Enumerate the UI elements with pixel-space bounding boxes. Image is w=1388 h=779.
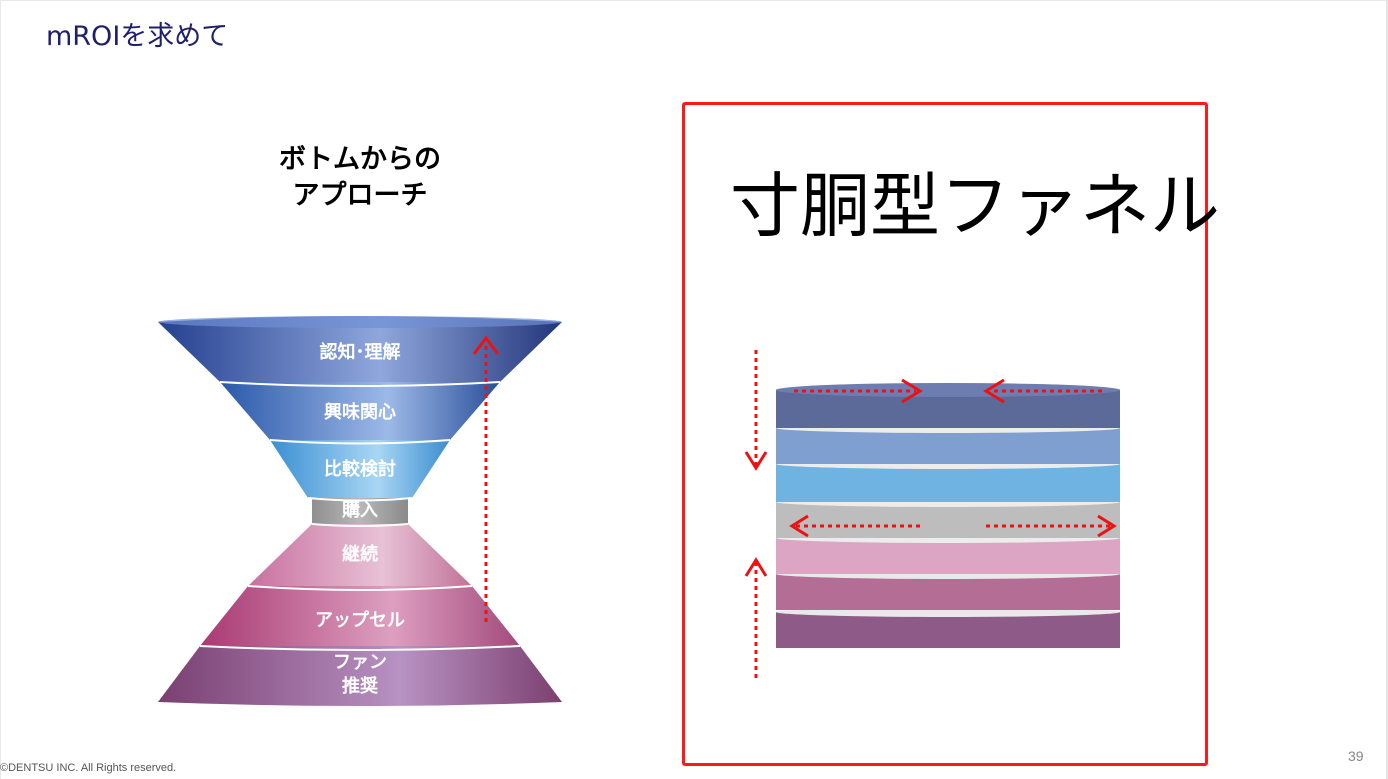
funnel-layer-retention (248, 523, 472, 586)
layer-label-fan-line2: 推奨 (342, 675, 379, 697)
cylinder-funnel-frame (682, 102, 1208, 766)
funnel-layer-comparison (269, 439, 451, 498)
cylinder-disk-7 (776, 607, 1120, 648)
layer-label-fan-line1: ファン (333, 652, 387, 673)
top-border (0, 0, 1388, 1)
subtitle-line-2: アプローチ (292, 180, 428, 211)
middle-outward-arrows (789, 514, 1117, 538)
funnel-layer-purchase (307, 497, 413, 524)
cylinder-disk-3 (776, 459, 1120, 502)
funnel-layer-awareness (158, 316, 562, 382)
funnel-layer-interest (219, 381, 501, 440)
hourglass-funnel-diagram: 認知･理解 興味関心 比較検討 購入 継続 アップセル ファン 推奨 (158, 316, 562, 706)
cylinder-funnel-diagram (744, 350, 1120, 678)
layer-label-upsell: アップセル (315, 609, 405, 631)
left-down-arrow (744, 350, 768, 471)
layer-label-interest: 興味関心 (324, 401, 396, 423)
cylinder-disk-4 (776, 497, 1120, 538)
approach-subtitle: ボトムからの アプローチ (250, 142, 470, 214)
page-number: 39 (1348, 748, 1364, 764)
cylinder-disk-6 (776, 569, 1120, 610)
layer-label-comparison: 比較検討 (324, 458, 396, 480)
top-inward-arrows (794, 378, 1102, 404)
left-border (0, 0, 1, 779)
right-border (1386, 0, 1388, 779)
layer-label-retention: 継続 (342, 543, 378, 565)
copyright-notice: ©DENTSU INC. All Rights reserved. (0, 762, 177, 774)
layer-label-awareness: 認知･理解 (320, 341, 401, 363)
slide-title: mROIを求めて (46, 21, 229, 52)
upward-dotted-arrow (472, 335, 500, 622)
layer-label-purchase: 購入 (341, 499, 378, 521)
cylinder-disk-2 (776, 423, 1120, 464)
funnel-layer-upsell (200, 585, 520, 646)
cylinder-disk-1 (776, 383, 1120, 428)
subtitle-line-1: ボトムからの (279, 144, 441, 175)
funnel-layer-fan (158, 645, 562, 706)
cylinder-funnel-title: 寸胴型ファネル (730, 165, 1220, 247)
cylinder-disk-5 (776, 533, 1120, 574)
left-up-arrow (744, 557, 768, 678)
